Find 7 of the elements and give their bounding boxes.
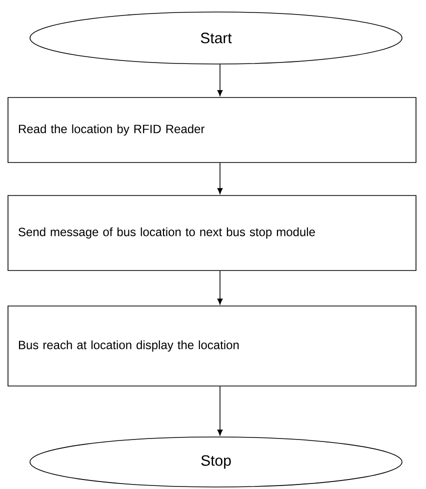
arrow <box>217 386 223 436</box>
process-box: Bus reach at location display the location <box>8 306 416 386</box>
arrow <box>217 64 223 96</box>
arrow <box>217 162 223 194</box>
arrow <box>217 270 223 305</box>
process-box: Read the location by RFID Reader <box>8 97 416 163</box>
process-box: Send message of bus location to next bus stop module <box>8 195 416 271</box>
